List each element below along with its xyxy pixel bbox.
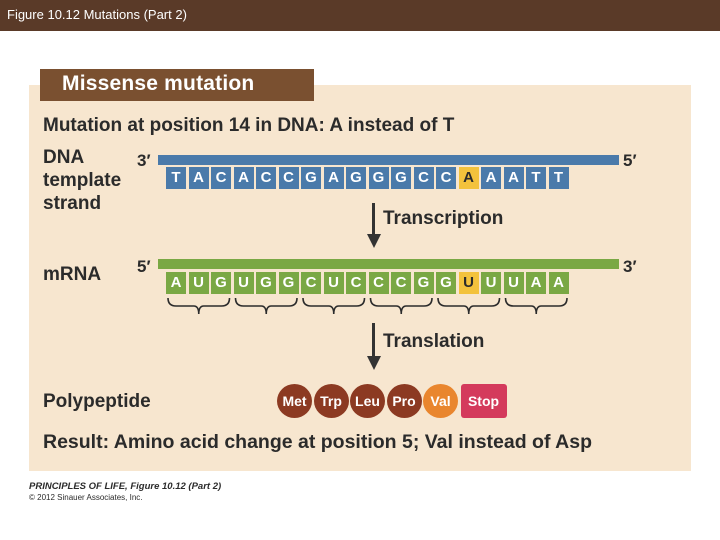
dna-label-line: DNA — [43, 147, 85, 168]
dna-base: T — [548, 167, 569, 189]
dna-label: DNA template strand — [43, 146, 121, 215]
mrna-base: G — [256, 272, 276, 294]
title-bar: Figure 10.12 Mutations (Part 2) — [0, 0, 720, 31]
mrna-base: G — [278, 272, 299, 294]
mrna-backbone — [158, 259, 619, 269]
dna-label-line: template — [43, 170, 122, 191]
slide-title: Figure 10.12 Mutations (Part 2) — [7, 7, 187, 22]
mrna-base: A — [548, 272, 569, 294]
result-line: Result: Amino acid change at position 5;… — [43, 431, 592, 454]
amino-acid-residue: Val — [423, 384, 458, 418]
amino-acid-residue: Met — [277, 384, 312, 418]
panel-header: Missense mutation — [40, 69, 314, 101]
dna-label-line: strand — [43, 193, 102, 214]
codon-brace — [369, 297, 433, 315]
dna-base: G — [346, 167, 366, 189]
mrna-base: G — [413, 272, 434, 294]
copyright: © 2012 Sinauer Associates, Inc. — [29, 493, 143, 502]
polypeptide-label: Polypeptide — [43, 391, 151, 412]
codon-brace — [167, 297, 231, 315]
dna-end-left: 3′ — [137, 151, 151, 170]
mrna-base: U — [503, 272, 524, 294]
codon-brace — [504, 297, 568, 315]
dna-base: G — [301, 167, 321, 189]
mrna-base: C — [346, 272, 366, 294]
dna-base: A — [323, 167, 344, 189]
result-key: Result: — [43, 431, 110, 453]
codon-brace — [437, 297, 501, 315]
translation-arrow-head — [366, 356, 381, 370]
dna-base: C — [211, 167, 231, 189]
amino-acid-residue: Pro — [386, 384, 422, 418]
mutation-heading: Mutation at position 14 in DNA: A instea… — [43, 115, 455, 136]
mrna-base: U — [481, 272, 501, 294]
dna-base: A — [503, 167, 524, 189]
mrna-base: U — [233, 272, 254, 294]
dna-base: A — [188, 167, 209, 189]
dna-base: C — [278, 167, 299, 189]
codon-brace — [234, 297, 298, 315]
dna-base-mutated: A — [458, 167, 479, 189]
dna-base: C — [256, 167, 276, 189]
mrna-base: C — [368, 272, 389, 294]
mrna-base: G — [436, 272, 456, 294]
dna-base: C — [436, 167, 456, 189]
mrna-base: U — [323, 272, 344, 294]
mrna-base: A — [526, 272, 546, 294]
dna-base: A — [481, 167, 501, 189]
mrna-base: A — [166, 272, 186, 294]
codon-braces — [167, 297, 568, 315]
translation-arrow-shaft — [372, 323, 375, 357]
dna-base: A — [233, 167, 254, 189]
codon-brace — [302, 297, 366, 315]
stop-codon-box: Stop — [460, 384, 507, 418]
figure-credit: PRINCIPLES OF LIFE, Figure 10.12 (Part 2… — [29, 481, 222, 492]
transcription-arrow-shaft — [372, 203, 375, 235]
dna-base: C — [413, 167, 434, 189]
transcription-arrow-head — [366, 234, 381, 248]
mrna-label: mRNA — [43, 264, 102, 285]
mrna-end-left: 5′ — [137, 257, 151, 276]
amino-acid-residue: Leu — [350, 384, 385, 418]
mrna-base: C — [391, 272, 411, 294]
mrna-base-mutated: U — [458, 272, 479, 294]
dna-backbone — [158, 155, 619, 165]
dna-base: G — [391, 167, 411, 189]
dna-base: T — [166, 167, 186, 189]
result-text: Amino acid change at position 5; Val ins… — [113, 431, 592, 453]
mrna-base: G — [211, 272, 231, 294]
mrna-end-right: 3′ — [623, 257, 637, 276]
transcription-label: Transcription — [383, 208, 504, 229]
dna-base: T — [526, 167, 546, 189]
translation-label: Translation — [383, 331, 485, 352]
mrna-base: C — [301, 272, 321, 294]
mrna-base: U — [188, 272, 209, 294]
dna-end-right: 5′ — [623, 151, 637, 170]
amino-acid-residue: Trp — [313, 384, 349, 418]
panel-header-label: Missense mutation — [62, 72, 255, 95]
dna-base: G — [368, 167, 389, 189]
